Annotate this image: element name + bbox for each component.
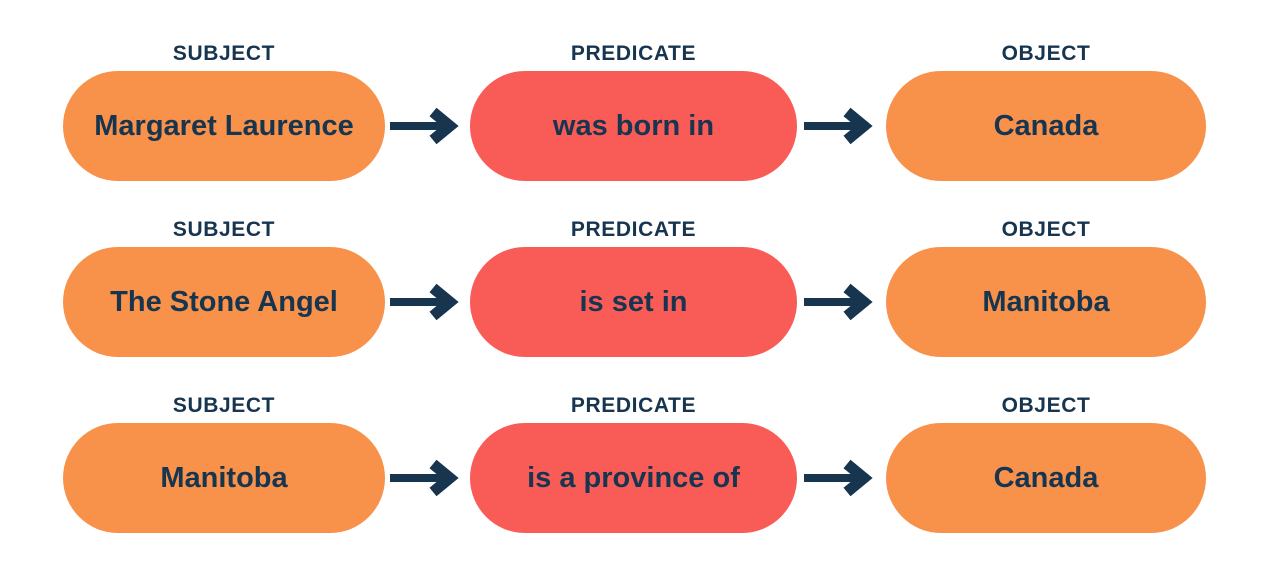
arrow-right-icon (385, 247, 470, 357)
triple-row: SUBJECT The Stone Angel PREDICATE is set… (63, 218, 1271, 357)
object-label: OBJECT (1001, 42, 1091, 65)
arrow-right-icon (797, 71, 886, 181)
subject-pill: Manitoba (63, 423, 385, 533)
predicate-pill: is a province of (470, 423, 797, 533)
predicate-label: PREDICATE (570, 42, 697, 65)
object-label: OBJECT (1001, 394, 1091, 417)
subject-label: SUBJECT (172, 42, 276, 65)
subject-cell: SUBJECT Margaret Laurence (63, 42, 385, 181)
predicate-cell: PREDICATE is a province of (470, 394, 797, 533)
object-cell: OBJECT Canada (886, 394, 1206, 533)
arrow-right-icon (385, 71, 470, 181)
object-pill: Canada (886, 423, 1206, 533)
subject-label: SUBJECT (172, 394, 276, 417)
predicate-pill: is set in (470, 247, 797, 357)
object-cell: OBJECT Canada (886, 42, 1206, 181)
object-cell: OBJECT Manitoba (886, 218, 1206, 357)
predicate-pill: was born in (470, 71, 797, 181)
arrow-right-icon (385, 423, 470, 533)
subject-cell: SUBJECT The Stone Angel (63, 218, 385, 357)
subject-label: SUBJECT (172, 218, 276, 241)
arrow-right-icon (797, 247, 886, 357)
subject-pill: Margaret Laurence (63, 71, 385, 181)
triple-row: SUBJECT Manitoba PREDICATE is a province… (63, 394, 1271, 533)
predicate-label: PREDICATE (570, 394, 697, 417)
predicate-cell: PREDICATE was born in (470, 42, 797, 181)
arrow-right-icon (797, 423, 886, 533)
triple-row: SUBJECT Margaret Laurence PREDICATE was … (63, 42, 1271, 181)
predicate-label: PREDICATE (570, 218, 697, 241)
object-label: OBJECT (1001, 218, 1091, 241)
predicate-cell: PREDICATE is set in (470, 218, 797, 357)
object-pill: Canada (886, 71, 1206, 181)
subject-pill: The Stone Angel (63, 247, 385, 357)
subject-cell: SUBJECT Manitoba (63, 394, 385, 533)
object-pill: Manitoba (886, 247, 1206, 357)
